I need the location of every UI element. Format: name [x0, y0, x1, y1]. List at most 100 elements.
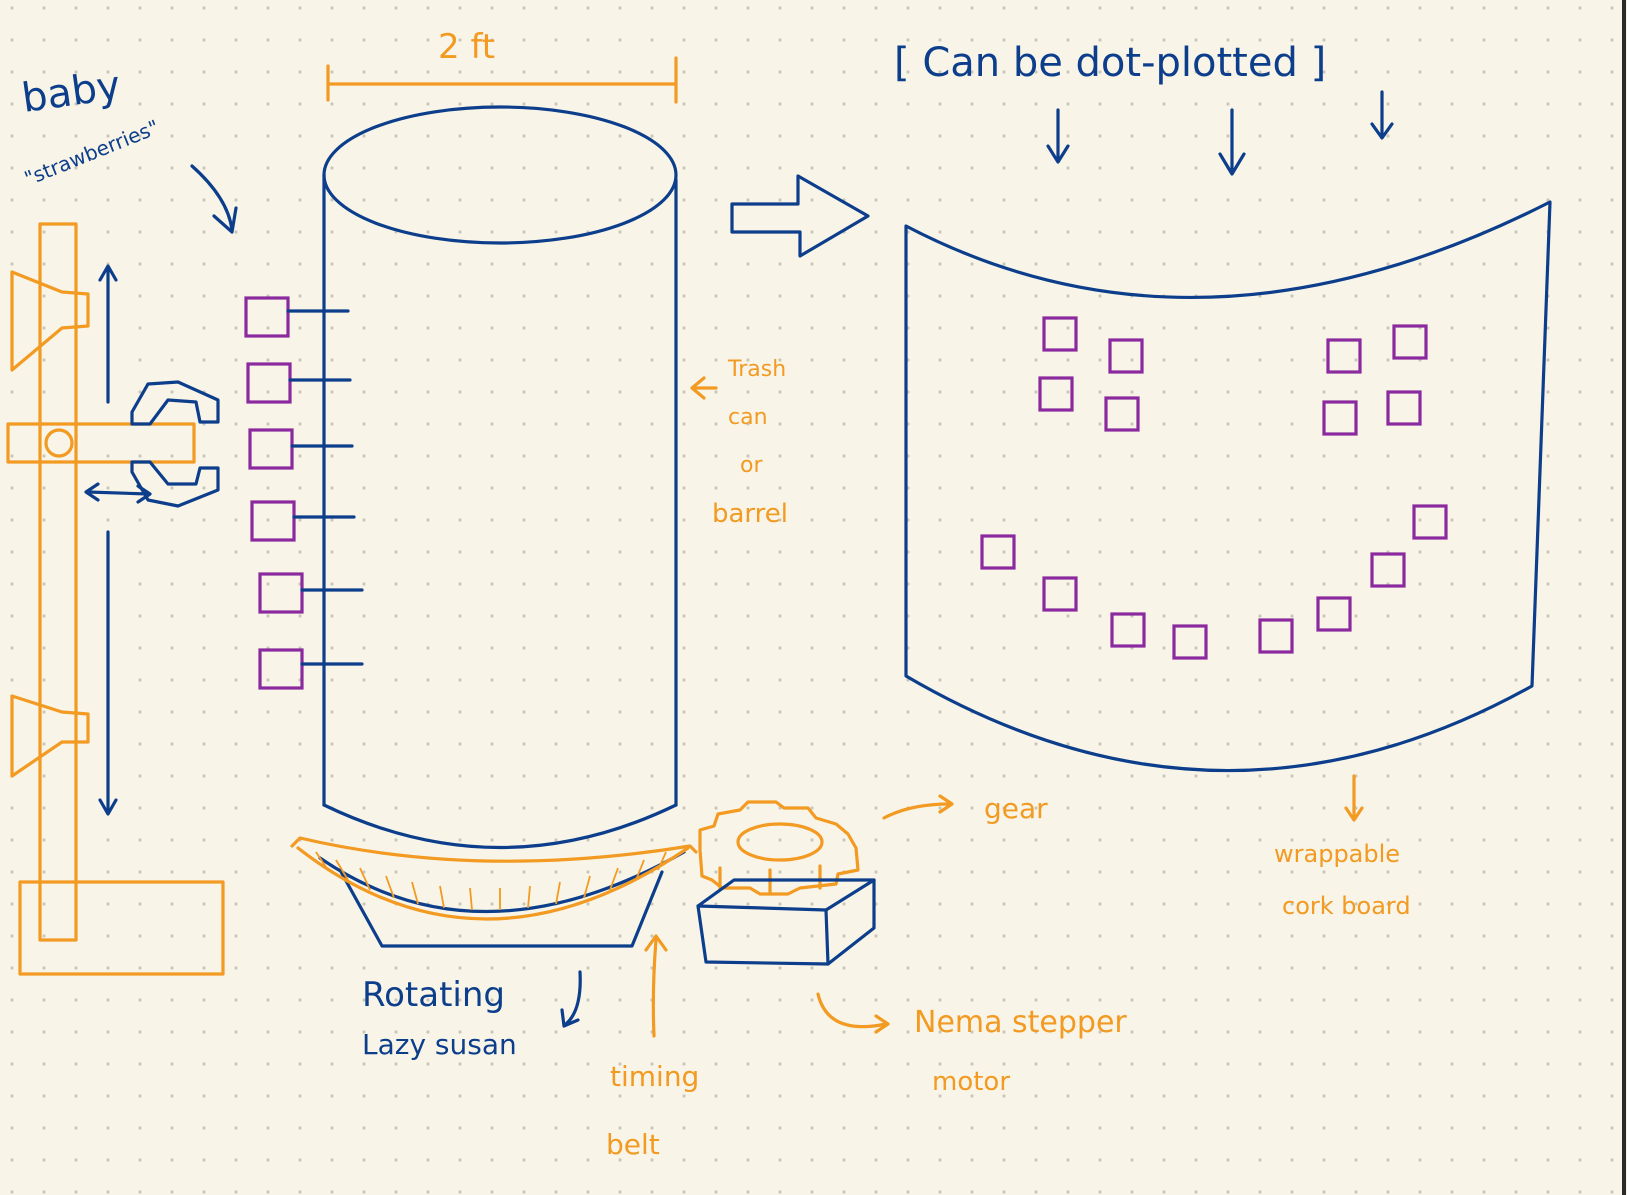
grid-dot [650, 1094, 654, 1098]
grid-dot [714, 1030, 718, 1034]
grid-dot [778, 1158, 782, 1162]
grid-dot [1322, 806, 1326, 810]
grid-dot [1482, 1126, 1486, 1130]
grid-dot [1098, 198, 1102, 202]
grid-dot [42, 934, 46, 938]
grid-dot [138, 358, 142, 362]
grid-dot [938, 1094, 942, 1098]
grid-dot [1482, 518, 1486, 522]
grid-dot [618, 806, 622, 810]
grid-dot [778, 966, 782, 970]
grid-dot [394, 550, 398, 554]
grid-dot [554, 326, 558, 330]
grid-dot [618, 902, 622, 906]
grid-dot [1418, 774, 1422, 778]
grid-dot [202, 134, 206, 138]
grid-dot [1546, 358, 1550, 362]
grid-dot [1514, 6, 1518, 10]
grid-dot [1290, 998, 1294, 1002]
grid-dot [458, 806, 462, 810]
grid-dot [1578, 710, 1582, 714]
grid-dot [202, 742, 206, 746]
grid-dot [1322, 998, 1326, 1002]
grid-dot [1290, 870, 1294, 874]
grid-dot [298, 742, 302, 746]
grid-dot [938, 6, 942, 10]
grid-dot [42, 1190, 46, 1194]
grid-dot [1194, 838, 1198, 842]
grid-dot [1610, 422, 1614, 426]
grid-dot [1578, 262, 1582, 266]
grid-dot [746, 134, 750, 138]
grid-dot [330, 934, 334, 938]
grid-dot [1258, 678, 1262, 682]
grid-dot [842, 262, 846, 266]
grid-dot [746, 1158, 750, 1162]
grid-dot [1322, 902, 1326, 906]
grid-dot [74, 70, 78, 74]
grid-dot [362, 902, 366, 906]
grid-dot [74, 1158, 78, 1162]
grid-dot [1130, 710, 1134, 714]
grid-dot [906, 102, 910, 106]
grid-dot [618, 582, 622, 586]
grid-dot [298, 454, 302, 458]
strawberry [248, 428, 294, 470]
grid-dot [1194, 230, 1198, 234]
grid-dot [42, 1094, 46, 1098]
grid-dot [586, 454, 590, 458]
grid-dot [810, 1094, 814, 1098]
grid-dot [714, 550, 718, 554]
grid-dot [298, 966, 302, 970]
grid-dot [266, 166, 270, 170]
grid-dot [874, 998, 878, 1002]
grid-dot [490, 166, 494, 170]
grid-dot [714, 390, 718, 394]
grid-dot [1546, 422, 1550, 426]
grid-dot [1290, 486, 1294, 490]
grid-dot [586, 518, 590, 522]
grid-dot [1610, 486, 1614, 490]
grid-dot [586, 646, 590, 650]
grid-dot [682, 518, 686, 522]
grid-dot [1450, 1158, 1454, 1162]
grid-dot [746, 326, 750, 330]
grid-dot [1290, 742, 1294, 746]
grid-dot [1162, 6, 1166, 10]
grid-dot [778, 614, 782, 618]
grid-dot [1162, 326, 1166, 330]
grid-dot [618, 262, 622, 266]
grid-dot [714, 6, 718, 10]
grid-dot [1482, 1030, 1486, 1034]
grid-dot [1354, 582, 1358, 586]
grid-dot [1290, 454, 1294, 458]
grid-dot [234, 198, 238, 202]
grid-dot [682, 1094, 686, 1098]
grid-dot [1226, 6, 1230, 10]
grid-dot [1610, 998, 1614, 1002]
grid-dot [554, 582, 558, 586]
grid-dot [970, 518, 974, 522]
grid-dot [234, 70, 238, 74]
grid-dot [1546, 550, 1550, 554]
grid-dot [1066, 550, 1070, 554]
grid-dot [618, 966, 622, 970]
grid-dot [1610, 582, 1614, 586]
barrel-label: barrel [712, 499, 788, 529]
grid-dot [10, 678, 14, 682]
grid-dot [1514, 486, 1518, 490]
grid-dot [1482, 902, 1486, 906]
grid-dot [778, 326, 782, 330]
grid-dot [1386, 102, 1390, 106]
grid-dot [42, 806, 46, 810]
grid-dot [586, 1030, 590, 1034]
grid-dot [1386, 1094, 1390, 1098]
grid-dot [554, 454, 558, 458]
grid-dot [234, 422, 238, 426]
grid-dot [1034, 678, 1038, 682]
grid-dot [1226, 678, 1230, 682]
grid-dot [138, 454, 142, 458]
grid-dot [522, 294, 526, 298]
grid-dot [234, 742, 238, 746]
grid-dot [1354, 710, 1358, 714]
